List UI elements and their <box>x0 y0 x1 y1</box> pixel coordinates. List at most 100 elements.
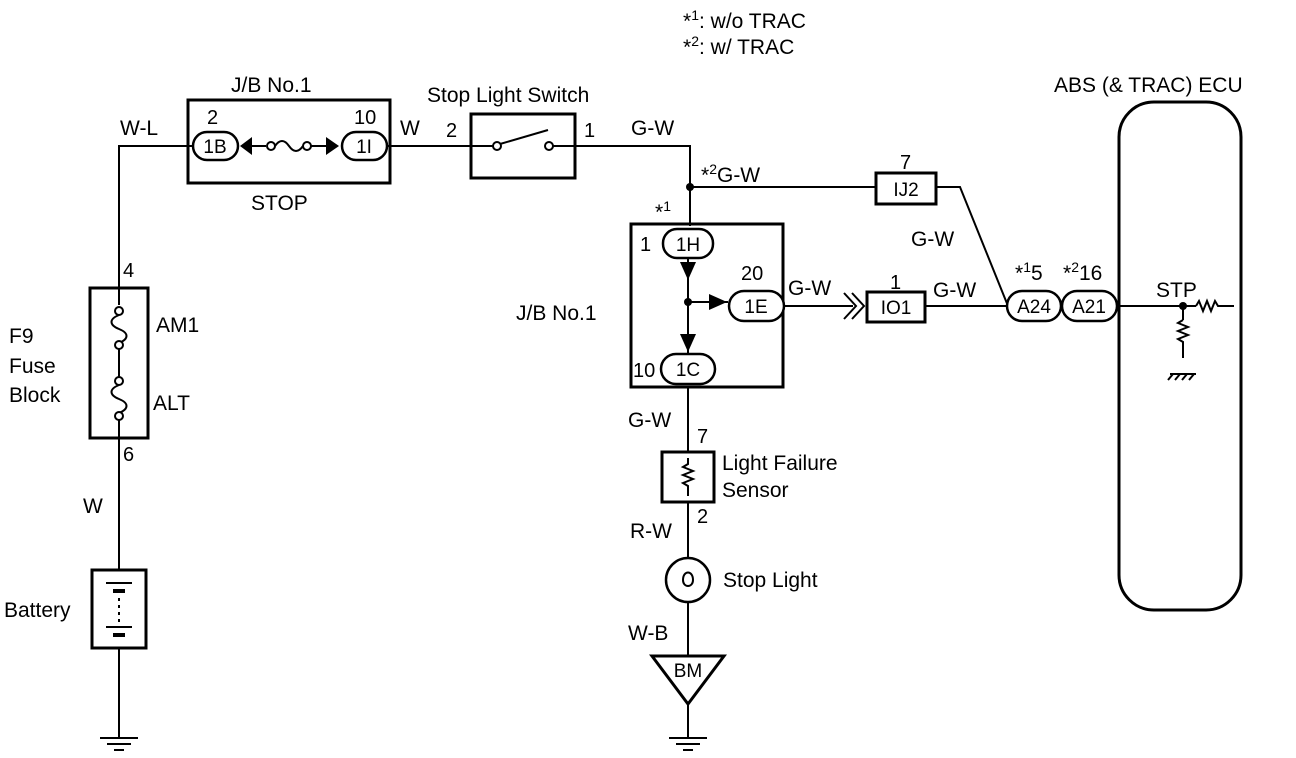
fuse-terminal-right <box>302 141 312 151</box>
a24-pin-label: *15 <box>1015 259 1043 285</box>
connector-a24-label: A24 <box>1017 297 1051 318</box>
a21-star: * <box>1063 262 1071 285</box>
pin-ij2: 7 <box>900 152 911 174</box>
stop-light-label: Stop Light <box>723 569 818 592</box>
ecu-stp-label: STP <box>1156 279 1197 302</box>
wire-w-l <box>118 145 192 305</box>
branch-star-num: 2 <box>709 161 717 177</box>
connector-ij2-label: IJ2 <box>893 180 918 201</box>
pin-lfs-out: 2 <box>697 506 708 528</box>
fuse-block-label-2: Fuse <box>9 355 56 378</box>
pin-jb-top-1b: 2 <box>207 107 218 129</box>
wire-label-g-w-branch: *2G-W <box>701 161 760 187</box>
wire-label-g-w-top: G-W <box>631 117 674 140</box>
ecu-box <box>1117 100 1243 612</box>
note-2-mark: * <box>683 36 691 59</box>
alt-terminal-top <box>114 376 124 386</box>
am1-fusible-link-icon <box>110 314 128 344</box>
ecu-ground-hatch-icon <box>1167 373 1195 381</box>
a24-pin: 5 <box>1031 262 1043 285</box>
ecu-title: ABS (& TRAC) ECU <box>1054 74 1243 97</box>
connector-io1-group: 1 IO1 <box>843 272 927 324</box>
wire-label-r-w: R-W <box>630 520 672 543</box>
battery-box <box>90 568 148 650</box>
jb-mid-star-num: 1 <box>663 198 671 214</box>
connector-1i <box>340 130 389 162</box>
connector-a21 <box>1060 289 1119 323</box>
a21-pin: 16 <box>1079 262 1102 285</box>
connector-1e <box>727 289 786 323</box>
connector-ij2 <box>874 171 938 206</box>
terminal-arrow-right <box>326 137 339 155</box>
fuse-block: 4 6 F9 Fuse Block AM1 ALT <box>9 260 199 466</box>
jb-mid-title: J/B No.1 <box>516 302 597 325</box>
a24-star-num: 1 <box>1023 259 1031 275</box>
connector-1c <box>659 352 717 386</box>
light-failure-sensor-box <box>660 450 716 504</box>
alt-fusible-link-icon <box>110 384 128 414</box>
connector-1e-label: 1E <box>744 297 767 318</box>
wire-label-w-b: W-B <box>628 622 668 645</box>
ground-stop-light-icon <box>669 737 707 751</box>
pin-fuse-bottom: 6 <box>123 444 134 466</box>
wire-label-g-w-down: G-W <box>628 409 671 432</box>
jb-mid-star-mark: * <box>655 201 663 224</box>
connector-ij2-group: 7 IJ2 <box>874 152 938 206</box>
stop-light-bulb-icon <box>664 556 712 604</box>
a21-star-num: 2 <box>1071 259 1079 275</box>
jb-top: J/B No.1 STOP 2 10 1B 1I <box>186 74 392 215</box>
branch-star: * <box>701 164 709 187</box>
wires <box>118 145 1150 738</box>
pin-jb-mid-1c: 10 <box>633 360 655 382</box>
branch-wire: G-W <box>717 164 760 187</box>
abs-trac-ecu: ABS (& TRAC) ECU STP <box>1054 74 1243 612</box>
wire-ij2-a24 <box>937 186 1009 307</box>
bulb-filament-icon <box>681 571 695 587</box>
note-1: *1: w/o TRAC <box>683 7 806 33</box>
fuse-alt-label: ALT <box>153 392 190 415</box>
io1-plug-icon-2 <box>851 292 866 320</box>
switch-contact-left <box>492 141 502 151</box>
fuse-block-label-1: F9 <box>9 325 34 348</box>
light-failure-sensor: 7 Light Failure Sensor 2 <box>660 426 838 528</box>
am1-terminal-top <box>114 306 124 316</box>
light-failure-sensor-label-2: Sensor <box>722 479 789 502</box>
note-1-text: : w/o TRAC <box>699 10 806 33</box>
ecu-pullup-resistor-icon <box>1195 298 1234 314</box>
connector-1h <box>661 227 715 260</box>
ecu-pulldown-resistor-icon <box>1175 319 1191 358</box>
terminal-arrow-1c <box>680 334 696 352</box>
ecu-connectors: *15 A24 *216 A21 <box>1005 259 1119 323</box>
note-2-text: : w/ TRAC <box>699 36 794 59</box>
fuse-block-label-3: Block <box>9 384 61 407</box>
switch-blade-icon <box>499 129 549 145</box>
jb-mid-star: *1 <box>655 198 671 224</box>
pin-fuse-top: 4 <box>123 260 134 282</box>
wire-g-w-top <box>575 145 691 226</box>
stop-light-switch: Stop Light Switch 2 1 <box>427 84 595 180</box>
wire-label-w-top: W <box>400 117 420 140</box>
note-1-mark: * <box>683 10 691 33</box>
wire-label-g-w-io1: G-W <box>933 279 976 302</box>
terminal-arrow-1e <box>709 294 727 310</box>
jb-top-fuse-label: STOP <box>251 192 308 215</box>
connector-1c-label: 1C <box>676 360 700 381</box>
stop-light: Stop Light <box>664 556 818 604</box>
ground-battery-icon <box>100 737 138 751</box>
ground-bm-label: BM <box>674 661 703 682</box>
stop-light-switch-label: Stop Light Switch <box>427 84 589 107</box>
pin-io1: 1 <box>890 272 901 294</box>
connector-1b <box>191 130 240 162</box>
sensor-resistor-icon <box>680 458 696 496</box>
pin-jb-mid-1h: 1 <box>640 234 651 256</box>
wire-label-g-w-1e: G-W <box>788 277 831 300</box>
battery: Battery <box>4 568 148 650</box>
jb-top-box <box>186 98 392 185</box>
jb-mid: *1 J/B No.1 1 1H 20 1E 10 1C <box>516 198 786 389</box>
connector-io1 <box>865 290 927 324</box>
connector-1h-label: 1H <box>676 235 700 256</box>
a21-pin-label: *216 <box>1063 259 1102 285</box>
note-2-num: 2 <box>691 33 699 49</box>
switch-box <box>469 112 577 180</box>
